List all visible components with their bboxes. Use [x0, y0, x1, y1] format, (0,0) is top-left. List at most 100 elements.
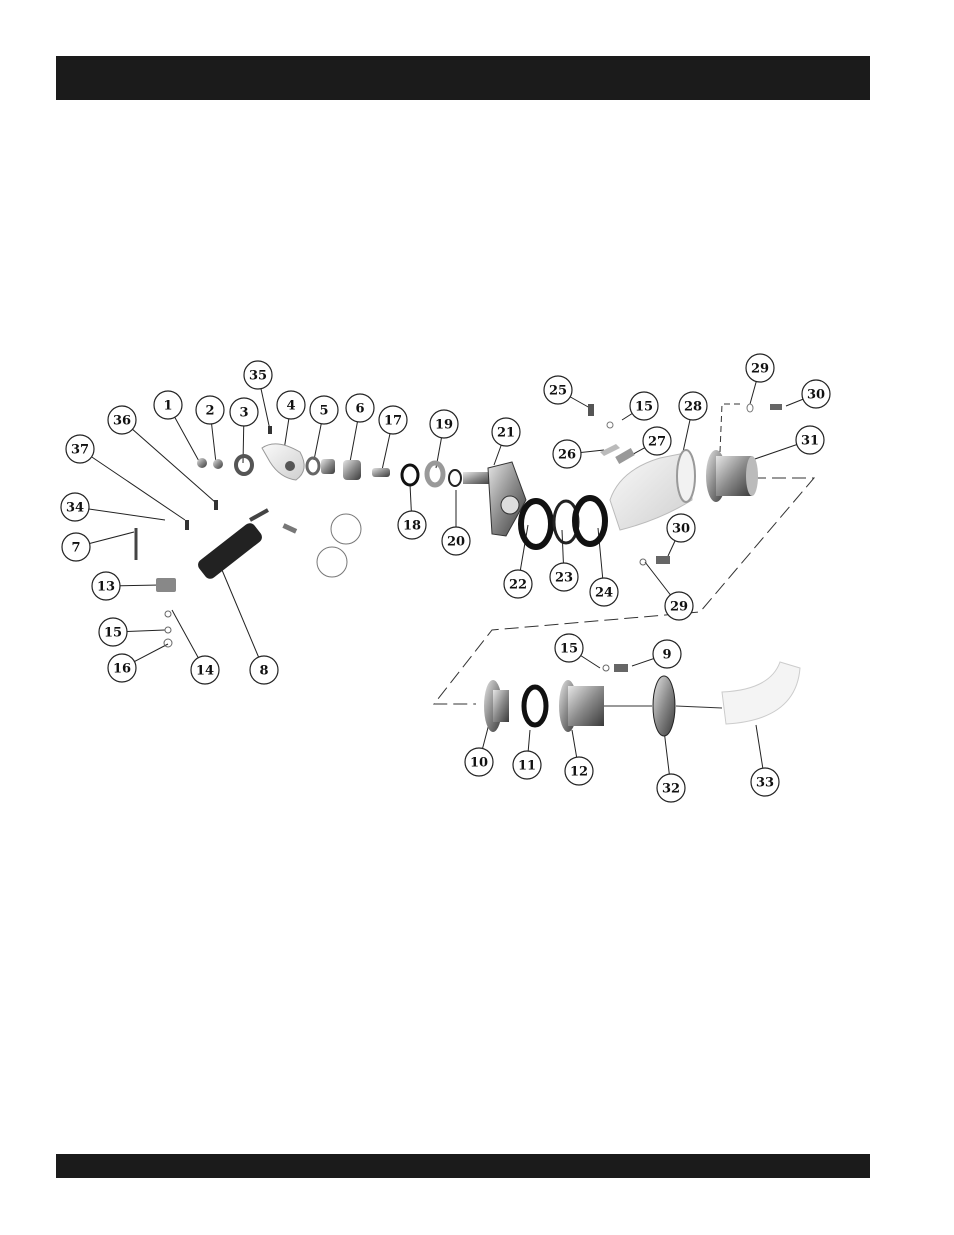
callout-31: 31: [796, 426, 824, 454]
callout-24: 24: [590, 578, 618, 606]
callout-number: 6: [355, 402, 364, 417]
part-37-pin: [185, 520, 189, 530]
callout-number: 30: [672, 522, 690, 537]
callout-15: 15: [555, 634, 583, 662]
callout-number: 22: [509, 578, 527, 593]
part-8-cylinder: [196, 510, 268, 581]
callout-13: 13: [92, 572, 120, 600]
callout-number: 10: [470, 756, 488, 771]
callout-21: 21: [492, 418, 520, 446]
part-36-pin: [214, 500, 218, 510]
part-3-washer: [236, 456, 252, 474]
part-13-bracket: [156, 578, 176, 592]
callout-29: 29: [746, 354, 774, 382]
part-11-seal: [524, 687, 546, 725]
callout-30: 30: [802, 380, 830, 408]
callout-number: 37: [71, 443, 89, 458]
callout-17: 17: [379, 406, 407, 434]
callout-10: 10: [465, 748, 493, 776]
callout-number: 31: [801, 434, 819, 449]
callout-number: 30: [807, 388, 825, 403]
callout-32: 32: [657, 774, 685, 802]
callout-number: 25: [549, 384, 567, 399]
part-14-15-16-hardware: [164, 611, 172, 647]
callout-number: 28: [684, 400, 702, 415]
callout-25: 25: [544, 376, 572, 404]
callout-29: 29: [665, 592, 693, 620]
part-27-fitting: [615, 448, 635, 464]
part-20-ring: [449, 470, 461, 486]
callout-number: 34: [66, 501, 84, 516]
part-18-oring: [402, 465, 418, 485]
callout-12: 12: [565, 757, 593, 785]
part-21-swing-arm: [463, 462, 526, 536]
callout-20: 20: [442, 527, 470, 555]
part-1-bushing: [197, 458, 207, 468]
callout-34: 34: [61, 493, 89, 521]
callout-number: 18: [403, 519, 421, 534]
callout-number: 21: [497, 426, 515, 441]
callout-number: 15: [560, 642, 578, 657]
callout-number: 2: [205, 404, 214, 419]
leader-line: [80, 449, 185, 520]
callout-4: 4: [277, 391, 305, 419]
callout-number: 3: [239, 406, 248, 421]
part-35-pin: [268, 426, 272, 434]
callout-number: 16: [113, 662, 131, 677]
part-12-housing: [559, 680, 604, 732]
callout-number: 1: [163, 399, 172, 414]
part-30-29-mid: [640, 556, 670, 565]
callout-28: 28: [679, 392, 707, 420]
callout-number: 5: [319, 404, 328, 419]
callout-26: 26: [553, 440, 581, 468]
part-5-ring: [307, 458, 319, 474]
part-22-seal: [521, 501, 551, 547]
callout-number: 15: [104, 626, 122, 641]
callout-19: 19: [430, 410, 458, 438]
callout-9: 9: [653, 640, 681, 668]
callout-7: 7: [62, 533, 90, 561]
callout-16: 16: [108, 654, 136, 682]
part-24-seal: [575, 498, 605, 544]
callout-number: 19: [435, 418, 453, 433]
callout-33: 33: [751, 768, 779, 796]
callout-number: 7: [71, 541, 80, 556]
leader-line: [222, 570, 264, 670]
callout-36: 36: [108, 406, 136, 434]
part-29-washer-top: [747, 404, 753, 412]
part-30-bolt-top: [770, 404, 782, 410]
callout-22: 22: [504, 570, 532, 598]
bolt-dashed-line: [720, 404, 740, 452]
callout-23: 23: [550, 563, 578, 591]
callout-number: 20: [447, 535, 465, 550]
callout-number: 15: [635, 400, 653, 415]
part-17-pin: [372, 468, 390, 477]
part-4-cam: [262, 444, 304, 480]
callout-11: 11: [513, 751, 541, 779]
part-2-bushing: [213, 459, 223, 469]
part-19-washer: [427, 463, 443, 485]
callout-number: 4: [286, 399, 295, 414]
part-6-bushings: [321, 459, 361, 480]
callout-30: 30: [667, 514, 695, 542]
callout-1: 1: [154, 391, 182, 419]
callout-number: 11: [518, 759, 536, 774]
callout-6: 6: [346, 394, 374, 422]
callout-number: 24: [595, 586, 613, 601]
part-25-bolt: [588, 404, 594, 416]
callout-number: 13: [97, 580, 115, 595]
connector-line: [676, 706, 722, 708]
part-15-washer-low: [603, 665, 609, 671]
callout-14: 14: [191, 656, 219, 684]
part-32-flange: [653, 676, 675, 736]
callout-8: 8: [250, 656, 278, 684]
callout-number: 29: [751, 362, 769, 377]
callout-number: 12: [570, 765, 588, 780]
callout-5: 5: [310, 396, 338, 424]
part-15-washer-top: [607, 422, 613, 428]
callout-number: 33: [756, 776, 774, 791]
callout-3: 3: [230, 398, 258, 426]
part-33-elbow: [722, 662, 800, 724]
